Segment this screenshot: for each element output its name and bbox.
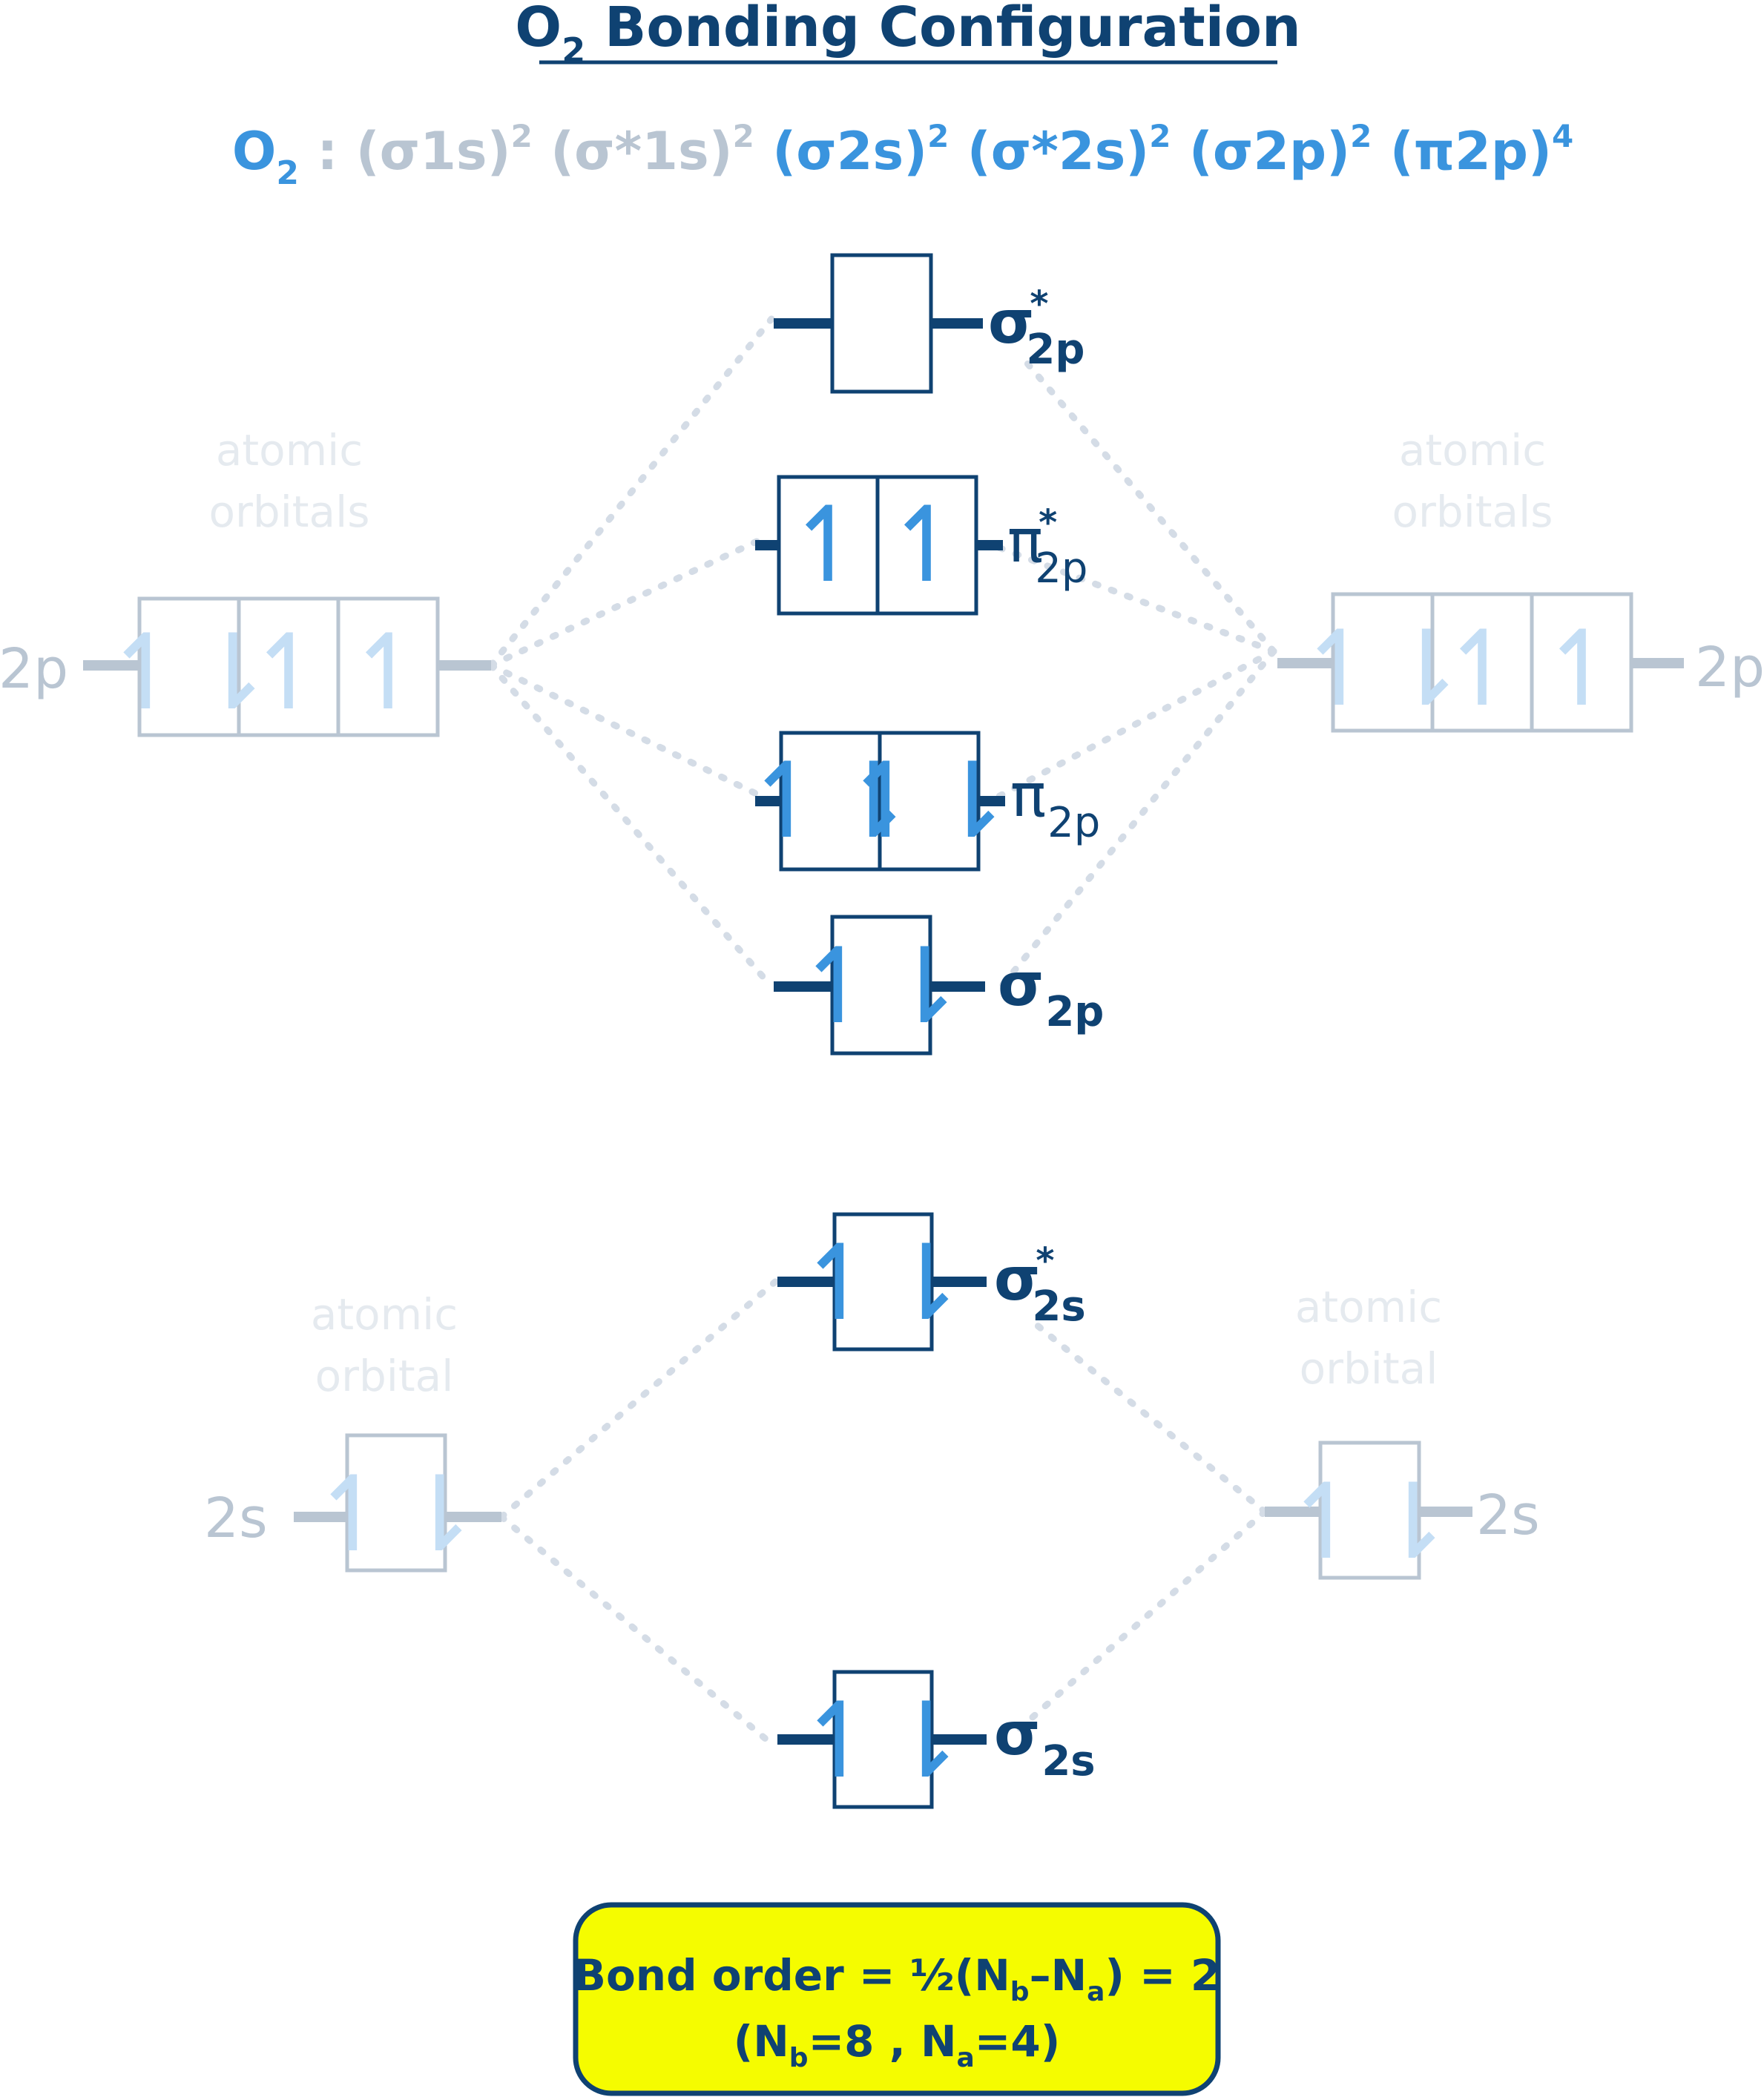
electron-single: ↿ xyxy=(1538,609,1625,730)
caption-right-2p-line2: orbitals xyxy=(1392,487,1553,537)
mo-sigma-2s: ↿⇂ σ2s xyxy=(777,1670,1096,1809)
electron-pair: ↿⇂ xyxy=(309,1455,484,1576)
caption-left-2p-line1: atomic xyxy=(216,425,363,475)
mo-label-sigma-2s: σ2s xyxy=(994,1699,1096,1785)
electron-single: ↿ xyxy=(784,485,871,606)
atomic-level-right-2p: ↿⇂ ↿ ↿ 2p xyxy=(1277,592,1764,733)
electron-pair: ↿⇂ xyxy=(102,613,277,734)
caption-right-2s-line2: orbital xyxy=(1300,1343,1438,1394)
bond-order-box: Bond order = ½(Nb–Na) = 2 (Nb=8 , Na=4) xyxy=(573,1902,1221,2096)
atomic-level-left-2s: 2s ↿⇂ xyxy=(204,1433,501,1576)
electron-pair: ↿⇂ xyxy=(1283,1462,1457,1583)
level-label-left-2p: 2p xyxy=(0,637,68,701)
electron-pair: ↿⇂ xyxy=(743,741,918,862)
atomic-orbital-captions: atomic orbitals atomic orbitals atomic o… xyxy=(209,425,1553,1401)
electron-pair: ↿⇂ xyxy=(794,926,969,1047)
mo-sigma-2p: ↿⇂ σ2p xyxy=(774,915,1104,1056)
mo-label-sigma-2p: σ2p xyxy=(998,950,1104,1036)
bond-order-formula: Bond order = ½(Nb–Na) = 2 xyxy=(573,1950,1221,2007)
mo-label-sigma-star-2p: σ*2p xyxy=(988,283,1085,374)
electron-single: ↿ xyxy=(344,613,431,734)
mo-label-sigma-star-2s: σ*2s xyxy=(994,1240,1086,1331)
mo-label-pi-star-2p: π*2p xyxy=(1007,502,1087,593)
electron-single: ↿ xyxy=(1438,609,1525,730)
caption-right-2p-line1: atomic xyxy=(1399,425,1546,475)
caption-left-2s-line1: atomic xyxy=(311,1289,458,1340)
mo-pi-star-2p: ↿ ↿ π*2p xyxy=(755,475,1087,616)
electron-pair: ↿⇂ xyxy=(796,1223,970,1344)
electron-counts: (Nb=8 , Na=4) xyxy=(734,2016,1061,2073)
level-label-left-2s: 2s xyxy=(204,1487,268,1550)
diagram-title: O2 Bonding Configuration xyxy=(515,0,1300,70)
electron-single: ↿ xyxy=(245,613,332,734)
electron-pair: ↿⇂ xyxy=(842,741,1016,862)
caption-left-2p-line2: orbitals xyxy=(209,487,370,537)
correlation-lines xyxy=(487,315,1277,1751)
mo-sigma-star-2s: ↿⇂ σ*2s xyxy=(777,1212,1086,1352)
atomic-level-left-2p: 2p ↿⇂ ↿ ↿ xyxy=(0,596,491,737)
level-label-right-2p: 2p xyxy=(1695,636,1764,699)
caption-right-2s-line1: atomic xyxy=(1295,1282,1442,1332)
mo-sigma-star-2p: σ*2p xyxy=(774,253,1085,394)
mo-pi-2p: ↿⇂ ↿⇂ π2p xyxy=(743,731,1100,872)
mo-label-pi-2p: π2p xyxy=(1010,761,1100,847)
electron-pair: ↿⇂ xyxy=(796,1681,970,1802)
electron-pair: ↿⇂ xyxy=(1296,609,1470,730)
electron-configuration: O2 : (σ1s)2 (σ*1s)2 (σ2s)2 (σ*2s)2 (σ2p)… xyxy=(232,118,1573,192)
caption-left-2s-line2: orbital xyxy=(315,1351,454,1401)
level-label-right-2s: 2s xyxy=(1476,1484,1540,1547)
atomic-level-right-2s: ↿⇂ 2s xyxy=(1265,1441,1540,1583)
electron-single: ↿ xyxy=(883,485,970,606)
